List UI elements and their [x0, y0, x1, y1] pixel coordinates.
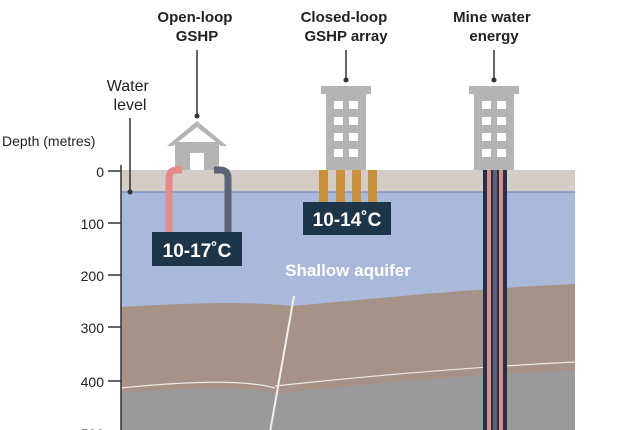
mine-water-title-line-1: Mine water [453, 9, 531, 26]
borehole [352, 170, 361, 202]
tick-label: 400 [81, 374, 105, 390]
tick-label: 0 [96, 164, 104, 180]
tick-label: 100 [81, 216, 105, 232]
borehole-array [319, 170, 377, 202]
borehole [336, 170, 345, 202]
water-level-pointer-dot [127, 189, 133, 195]
closed-loop-title-line-2: GSHP array [304, 28, 388, 45]
mine-water-pointer-dot [491, 77, 497, 83]
temp-label-closed-loop: 10-14˚C [313, 210, 382, 231]
open-loop-title-line-1: Open-loop [157, 9, 232, 26]
office-building-icon [321, 86, 371, 170]
tick-label: 200 [81, 268, 105, 284]
surface-layer [121, 170, 575, 192]
open-loop-pointer-dot [194, 113, 200, 119]
temp-label-open-loop: 10-17˚C [163, 241, 232, 262]
depth-axis-label: Depth (metres) [2, 133, 95, 149]
tick-300: 300 [81, 320, 121, 336]
tick-500: 500 [81, 426, 105, 430]
mine-water-title: Mine water energy [453, 9, 535, 45]
open-loop-pipe-warm [165, 166, 182, 232]
closed-loop-title-line-1: Closed-loop [301, 9, 388, 26]
open-loop-title-line-2: GSHP [176, 28, 219, 45]
tick-label: 500 [81, 426, 105, 430]
borehole [319, 170, 328, 202]
open-loop-title: Open-loop GSHP [157, 9, 236, 45]
fault-line [269, 295, 295, 430]
tick-200: 200 [81, 268, 121, 284]
water-level-label: Water level [107, 78, 154, 114]
tick-100: 100 [81, 216, 121, 232]
shallow-aquifer-label: Shallow aquifer [285, 261, 411, 280]
temp-box-open-loop [152, 232, 242, 266]
tick-label: 300 [81, 320, 105, 336]
office-building-icon [469, 86, 519, 170]
mine-water-title-line-2: energy [469, 28, 519, 45]
closed-loop-title: Closed-loop GSHP array [301, 9, 392, 45]
grey-rock-layer [121, 370, 575, 430]
temp-box-closed-loop [303, 202, 391, 235]
tick-400: 400 [81, 374, 121, 390]
open-loop-pipe-cool [214, 166, 232, 232]
borehole [368, 170, 377, 202]
house-icon [167, 121, 227, 170]
rock-contour-line [120, 381, 276, 389]
mine-shaft [483, 170, 507, 430]
water-level-line-1: Water [107, 78, 150, 95]
rock-contour-line [274, 361, 576, 387]
tick-0: 0 [96, 164, 121, 180]
closed-loop-pointer-dot [343, 77, 349, 83]
water-level-line-2: level [114, 97, 147, 114]
